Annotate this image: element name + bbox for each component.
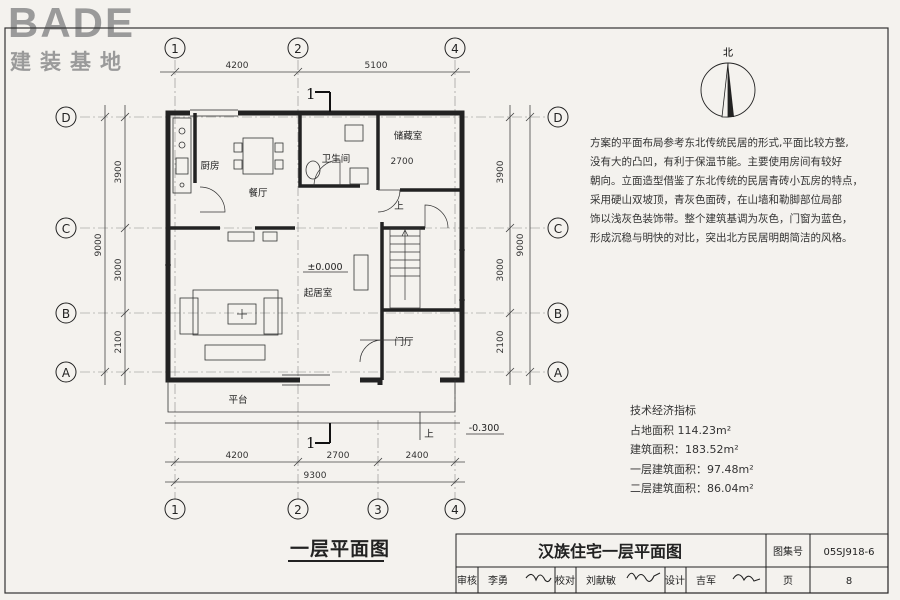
door-swings (199, 159, 449, 363)
description-line: 朝向。立面造型借鉴了东北传统的民居青砖小瓦房的特点， (590, 175, 863, 187)
dim-top-2: 5100 (365, 61, 388, 71)
axis-label-col: 1 (171, 42, 179, 56)
indicator-item: 二层建筑面积：86.04m² (630, 482, 754, 495)
dim-right-1: 3900 (496, 160, 506, 183)
axis-label-row: D (553, 111, 562, 125)
indicator-item: 占地面积 114.23m² (630, 423, 732, 437)
page-number: 8 (846, 576, 852, 587)
dim-left-1: 3900 (114, 160, 124, 183)
figure-title-underline (288, 560, 384, 562)
side-dimension-lines (100, 105, 535, 385)
axis-label-row: C (554, 222, 562, 236)
dim-left-3: 2100 (114, 330, 124, 353)
room-kitchen: 厨房 (200, 160, 219, 172)
dim-right-3: 2100 (496, 330, 506, 353)
signatures (525, 572, 761, 583)
designer-label: 设计 (665, 574, 685, 587)
axis-label-row: C (62, 222, 70, 236)
exterior-walls (165, 110, 465, 385)
top-dimension-line (160, 67, 470, 77)
axis-label-row: D (61, 111, 70, 125)
dim-top-1: 4200 (226, 61, 249, 71)
interior-walls (168, 113, 462, 380)
indicator-item: 建筑面积：183.52m² (630, 443, 739, 456)
axis-label-row: B (554, 307, 562, 321)
economic-indicators: 技术经济指标 占地面积 114.23m² 建筑面积：183.52m² 一层建筑面… (630, 401, 754, 499)
bathroom-fixtures (305, 124, 369, 185)
proofer-label: 校对 (555, 574, 575, 587)
room-platform: 平台 (228, 394, 247, 406)
bade-logo: BADE (8, 0, 136, 46)
axis-label-row: A (62, 366, 71, 380)
proofer-name: 刘献敏 (586, 574, 616, 587)
platform-outline (165, 380, 460, 440)
axis-label-col: 4 (451, 503, 459, 517)
platform-up-label: 上 (424, 429, 434, 440)
living-room-sofas (179, 289, 283, 361)
floor-level: ±0.000 (307, 262, 342, 273)
stair-up-label: 上 (394, 201, 404, 212)
description-line: 方案的平面布局参考东北传统民居的形式,平面比较方整, (590, 137, 849, 149)
north-label: 北 (723, 47, 733, 59)
indicator-item: 一层建筑面积：97.48m² (630, 462, 754, 476)
dim-left-total: 9000 (94, 233, 104, 256)
room-storage: 储藏室 (394, 130, 423, 142)
indicators-title: 技术经济指标 (630, 404, 696, 417)
drawing-frame (4, 27, 889, 594)
atlas-number: 05SJ918-6 (823, 547, 874, 558)
page-label: 页 (783, 575, 793, 587)
kitchen-counter (172, 117, 192, 194)
dim-storage: 2700 (391, 157, 414, 167)
description-line: 形成沉稳与明快的对比，突出北方民居明朗简洁的风格。 (590, 232, 853, 244)
axis-label-row: A (554, 366, 563, 380)
axis-bubbles (55, 37, 569, 520)
bottom-dimension-lines (165, 457, 465, 487)
checker-name: 李勇 (488, 574, 508, 587)
dim-bottom-2: 2700 (327, 451, 350, 461)
section-mark-top: 1 (306, 85, 316, 103)
checker-label: 审核 (457, 574, 477, 587)
dim-right-2: 3000 (496, 258, 506, 281)
dim-left-2: 3000 (114, 258, 124, 281)
axis-label-col: 2 (294, 503, 302, 517)
design-description: 方案的平面布局参考东北传统民居的形式,平面比较方整, 没有大的凸凹，有利于保温节… (590, 134, 880, 248)
bade-logo-subtitle: 建装基地 (10, 50, 130, 74)
axis-label-col: 1 (171, 503, 179, 517)
dim-right-total: 9000 (516, 233, 526, 256)
axis-lines (80, 60, 548, 500)
axis-label-row: B (62, 307, 70, 321)
description-line: 饰以浅灰色装饰带。整个建筑基调为灰色，门窗为蓝色， (590, 213, 853, 225)
description-line: 没有大的凸凹，有利于保温节能。主要使用房间有较好 (590, 156, 842, 168)
outside-level: -0.300 (469, 423, 500, 434)
designer-name: 吉军 (696, 575, 716, 587)
room-foyer: 门厅 (394, 336, 414, 348)
drawing-name: 汉族住宅一层平面图 (538, 542, 682, 561)
title-block (455, 533, 889, 594)
description-line: 采用硬山双坡顶，青灰色面砖，在山墙和勒脚部位局部 (590, 194, 842, 206)
room-dining: 餐厅 (248, 187, 268, 199)
dim-bottom-1: 4200 (226, 451, 249, 461)
atlas-label: 图集号 (773, 545, 803, 558)
north-arrow: 北 (700, 47, 756, 118)
axis-label-col: 2 (294, 42, 302, 56)
figure-title: 一层平面图 (290, 538, 391, 560)
staircase (389, 227, 421, 309)
section-markers (315, 91, 331, 444)
section-mark-bottom: 1 (306, 434, 316, 452)
tv-cabinet (227, 231, 369, 291)
room-bathroom: 卫生间 (322, 153, 351, 165)
exterior-windows (165, 109, 465, 386)
dining-table (233, 137, 284, 175)
axis-label-col: 4 (451, 42, 459, 56)
dim-bottom-total: 9300 (304, 471, 327, 481)
room-living: 起居室 (304, 287, 333, 299)
axis-label-col: 3 (374, 503, 382, 517)
dim-bottom-3: 2400 (406, 451, 429, 461)
